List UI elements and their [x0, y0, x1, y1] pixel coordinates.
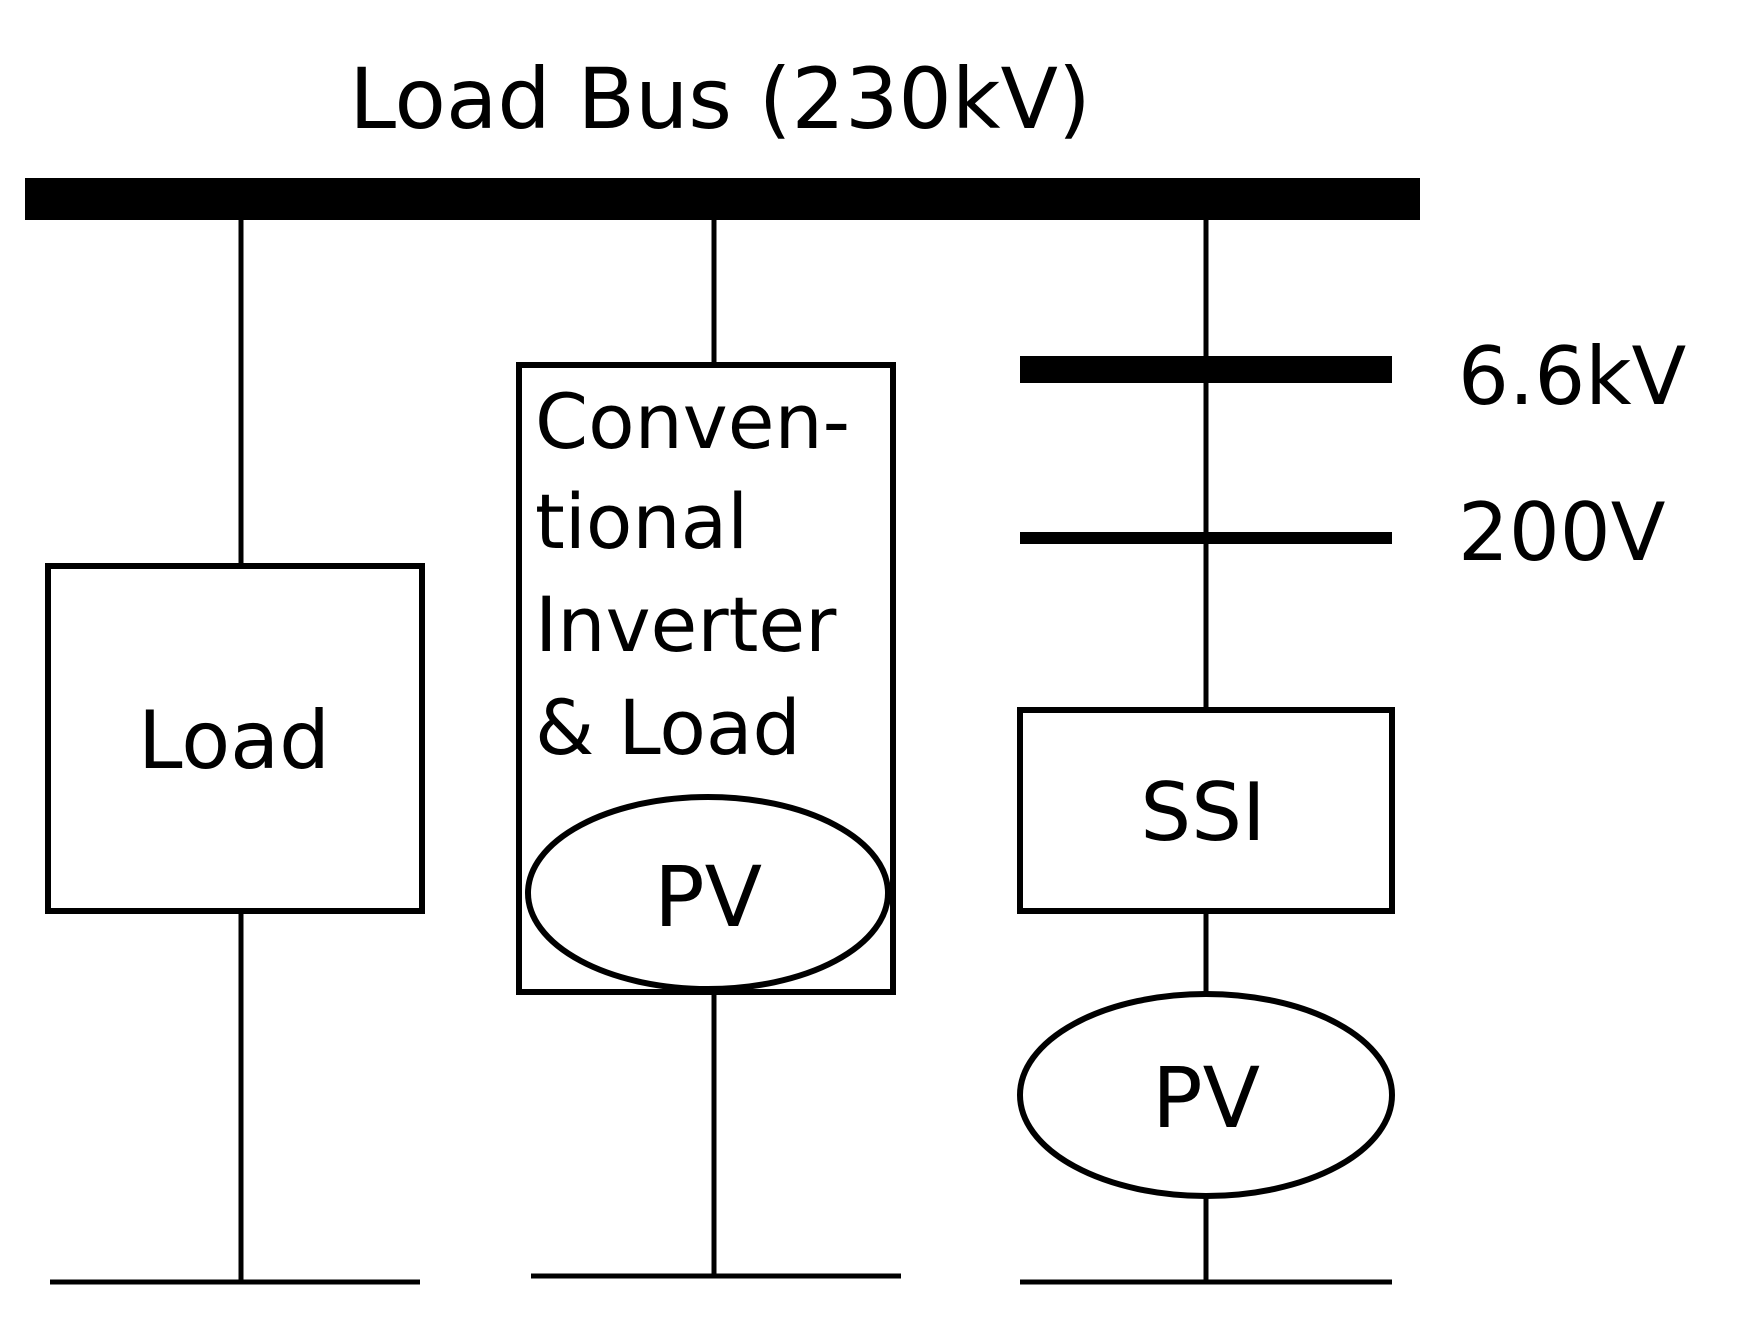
load-block — [45, 563, 425, 914]
load-bus-title: Load Bus (230kV) — [349, 50, 1091, 148]
ssi-label: SSI — [1140, 766, 1265, 859]
ssi-branch: 6.6kV 200V SSI PV — [1017, 220, 1687, 1285]
conventional-branch: Conven- tional Inverter & Load PV — [516, 220, 901, 1279]
conventional-label-line-4: & Load — [535, 683, 801, 772]
conventional-label-line-3: Inverter — [535, 580, 837, 669]
conventional-pv-ellipse — [525, 794, 891, 992]
bus-200v-label: 200V — [1458, 486, 1666, 579]
load-bus-bar — [25, 178, 1420, 220]
load-branch: Load — [45, 220, 425, 1285]
bus-6-6kv-bar — [1020, 356, 1392, 383]
conventional-label-line-2: tional — [535, 477, 748, 566]
ssi-pv-label: PV — [1152, 1049, 1260, 1147]
ssi-block — [1017, 707, 1395, 914]
conventional-pv-label: PV — [654, 848, 762, 946]
load-block-label: Load — [138, 694, 330, 787]
bus-6-6kv-label: 6.6kV — [1458, 330, 1687, 423]
conventional-label-line-1: Conven- — [535, 377, 850, 466]
